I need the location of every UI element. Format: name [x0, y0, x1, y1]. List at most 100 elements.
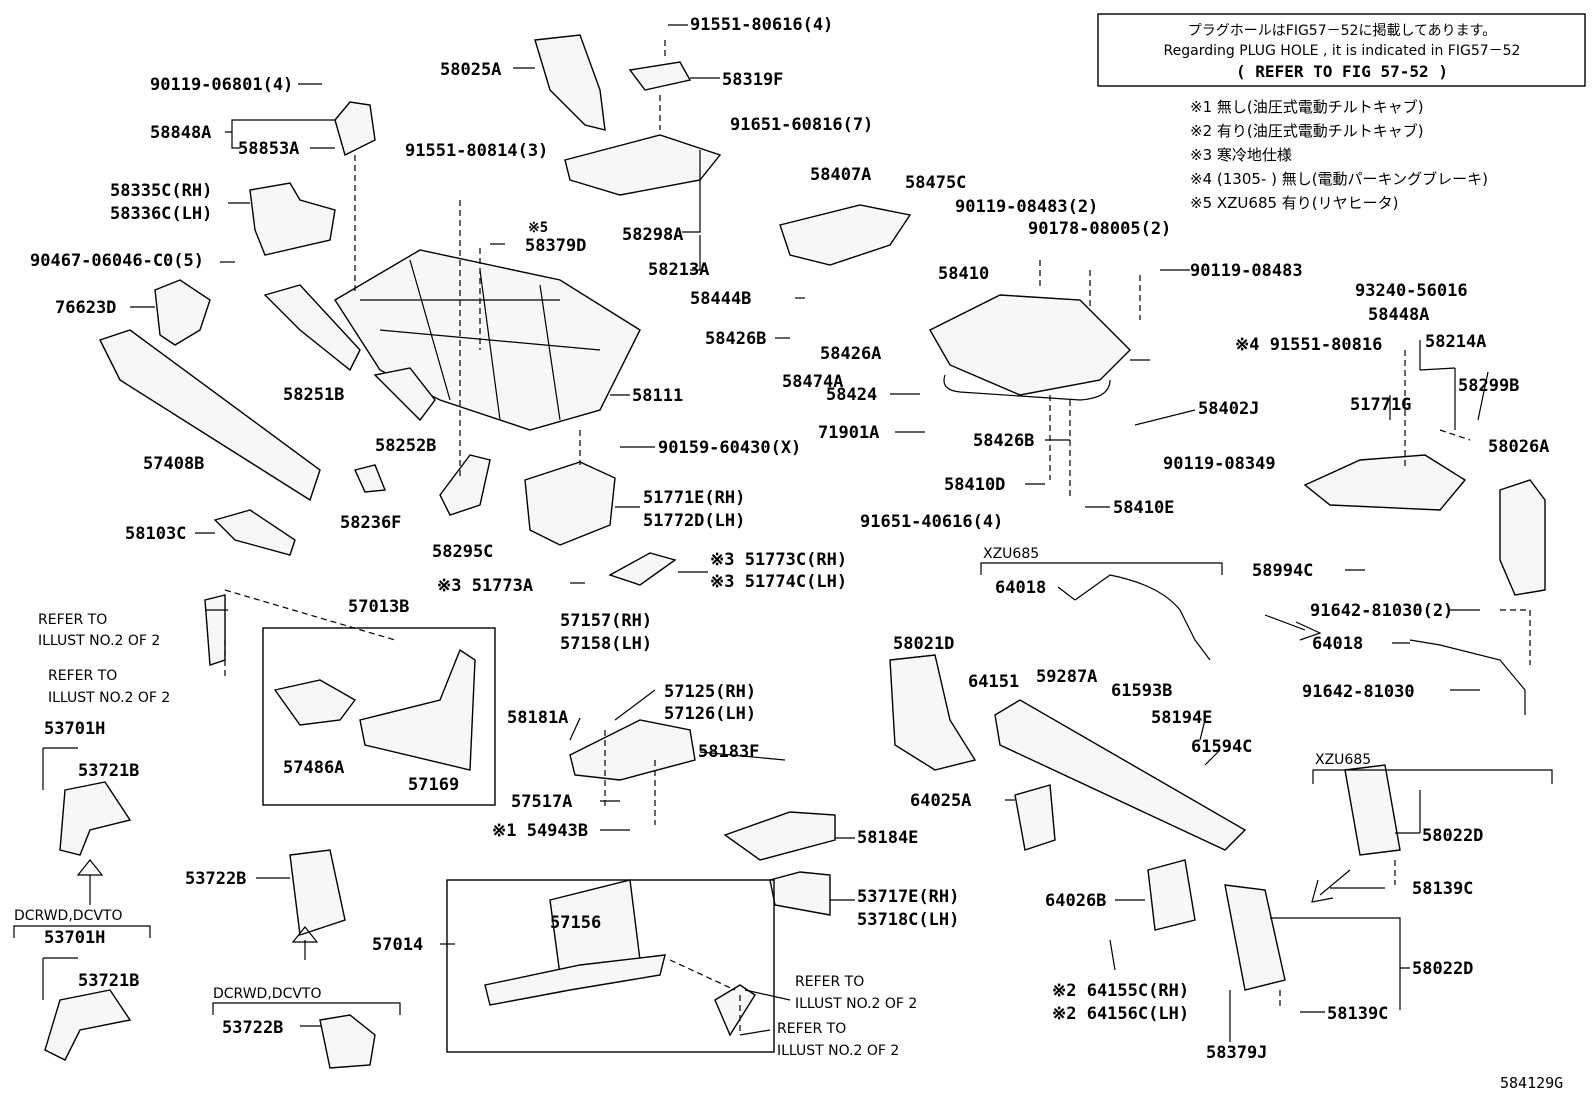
label-refer-3b: ILLUST NO.2 OF 2: [795, 996, 917, 1012]
label-58407A: 58407A: [810, 165, 871, 185]
label-58103C: 58103C: [125, 524, 186, 544]
label-57169: 57169: [408, 775, 459, 795]
label-53721B-upper: 53721B: [78, 761, 139, 781]
notice-line-1: プラグホールはFIG57－52に掲載してあります。: [1188, 23, 1496, 39]
label-90119-08349: 90119-08349: [1163, 454, 1276, 474]
label-61593B: 61593B: [1111, 681, 1172, 701]
label-58236F: 58236F: [340, 513, 401, 533]
leader-lines: [42, 24, 1489, 1042]
step-51771E: [524, 461, 616, 546]
label-53701H-lower: 53701H: [44, 928, 105, 948]
label-59287A: 59287A: [1036, 667, 1097, 687]
label-57126: 57126(LH): [664, 704, 756, 724]
label-51773A: ※3 51773A: [437, 576, 533, 596]
label-58181A: 58181A: [507, 708, 568, 728]
bracket-58295C: [439, 454, 491, 516]
label-58295C: 58295C: [432, 542, 493, 562]
bracket-57486A: [273, 679, 357, 726]
label-58298A: 58298A: [622, 225, 683, 245]
group-frames: [13, 562, 1553, 1053]
bracket-dcrwd-mid: [212, 1002, 401, 1015]
bracket-53701H-upper: [59, 781, 132, 856]
bracket-51773C: [608, 552, 677, 586]
label-76623D: 76623D: [55, 298, 116, 318]
label-54943B: ※1 54943B: [492, 821, 588, 841]
label-57408B: 57408B: [143, 454, 204, 474]
label-58335C: 58335C(RH): [110, 181, 212, 201]
label-53721B-lower: 53721B: [78, 971, 139, 991]
harness-64018-a: [1074, 574, 1211, 661]
label-64156C: ※2 64156C(LH): [1052, 1004, 1189, 1024]
label-58426B-mid: 58426B: [973, 431, 1034, 451]
label-note-5-mark: ※5: [528, 220, 548, 236]
label-57014: 57014: [372, 935, 423, 955]
label-64018-right: 64018: [1312, 634, 1363, 654]
notice-line-3: ( REFER TO FIG 57-52 ): [1236, 62, 1448, 81]
frame-57013B: [262, 627, 496, 806]
dashed-lines: [224, 40, 1531, 1035]
label-58853A: 58853A: [238, 139, 299, 159]
label-58026A: 58026A: [1488, 437, 1549, 457]
bracket-53701H-lower: [44, 989, 132, 1061]
label-53718C: 53718C(LH): [857, 910, 959, 930]
label-58410: 58410: [938, 264, 989, 284]
bracket-53717E: [769, 871, 831, 916]
note-4: ※4 (1305- ) 無し(電動パーキングブレーキ): [1190, 170, 1488, 188]
bracket-refer-bottom: [714, 984, 756, 1037]
bracket-58103C: [213, 509, 296, 556]
label-58336C: 58336C(LH): [110, 204, 212, 224]
panel-58026A: [1499, 479, 1546, 596]
panel-58022D-upper: [1344, 764, 1401, 856]
box-64026B: [1147, 859, 1196, 931]
label-64151: 64151: [968, 672, 1019, 692]
notice-line-2: Regarding PLUG HOLE , it is indicated in…: [1164, 43, 1521, 59]
label-57125: 57125(RH): [664, 682, 756, 702]
label-91551-80616: 91551-80616(4): [690, 15, 833, 35]
label-58022D-upper: 58022D: [1422, 826, 1483, 846]
label-58426B-top: 58426B: [705, 329, 766, 349]
label-91551-80816: ※4 91551-80816: [1235, 335, 1382, 355]
bracket-53722B-lower: [319, 1014, 376, 1069]
box-64025A: [1014, 784, 1056, 851]
label-64018-top: 64018: [995, 578, 1046, 598]
plate-58319F: [628, 61, 692, 91]
label-refer-4b: ILLUST NO.2 OF 2: [777, 1043, 899, 1059]
arrow-right: [1264, 614, 1322, 641]
member-64151: [994, 699, 1247, 851]
cap-58848A: [334, 101, 376, 157]
label-58214A: 58214A: [1425, 332, 1486, 352]
label-58444B: 58444B: [690, 289, 751, 309]
label-58111: 58111: [632, 386, 683, 406]
label-refer-2a: REFER TO: [48, 668, 117, 684]
bracket-xzu685-right: [1312, 769, 1553, 784]
label-58319F: 58319F: [722, 70, 783, 90]
label-58184E: 58184E: [857, 828, 918, 848]
label-91651-40616: 91651-40616(4): [860, 512, 1003, 532]
figure-code: 584129G: [1500, 1074, 1563, 1092]
label-58022D-lower: 58022D: [1412, 959, 1473, 979]
label-58474A: 58474A: [782, 372, 843, 392]
label-dcrwd-left: DCRWD,DCVTO: [14, 908, 123, 924]
label-51772D: 51772D(LH): [643, 511, 745, 531]
part-shapes: [44, 34, 1546, 1069]
tray-58407A: [779, 204, 912, 266]
label-58448A: 58448A: [1368, 305, 1429, 325]
label-91642-81030: 91642-81030: [1302, 682, 1415, 702]
part-labels: 58025A 91551-80616(4) 58319F 90119-06801…: [14, 15, 1563, 1092]
label-58424: 58424: [826, 385, 877, 405]
member-57014-rail: [484, 954, 666, 1006]
arrow-up-mid: [291, 926, 319, 960]
label-58194E: 58194E: [1151, 708, 1212, 728]
label-91551-80814: 91551-80814(3): [405, 141, 548, 161]
label-51773C: ※3 51773C(RH): [710, 550, 847, 570]
label-51771E: 51771E(RH): [643, 488, 745, 508]
label-90119-08483-2: 90119-08483(2): [955, 197, 1098, 217]
label-90159-60430: 90159-60430(X): [658, 438, 801, 458]
note-2: ※2 有り(油圧式電動チルトキャブ): [1190, 122, 1424, 140]
label-64025A: 64025A: [910, 791, 971, 811]
label-58402J: 58402J: [1198, 399, 1259, 419]
footnotes: ※1 無し(油圧式電動チルトキャブ) ※2 有り(油圧式電動チルトキャブ) ※3…: [1190, 98, 1488, 212]
label-58410D: 58410D: [944, 475, 1005, 495]
